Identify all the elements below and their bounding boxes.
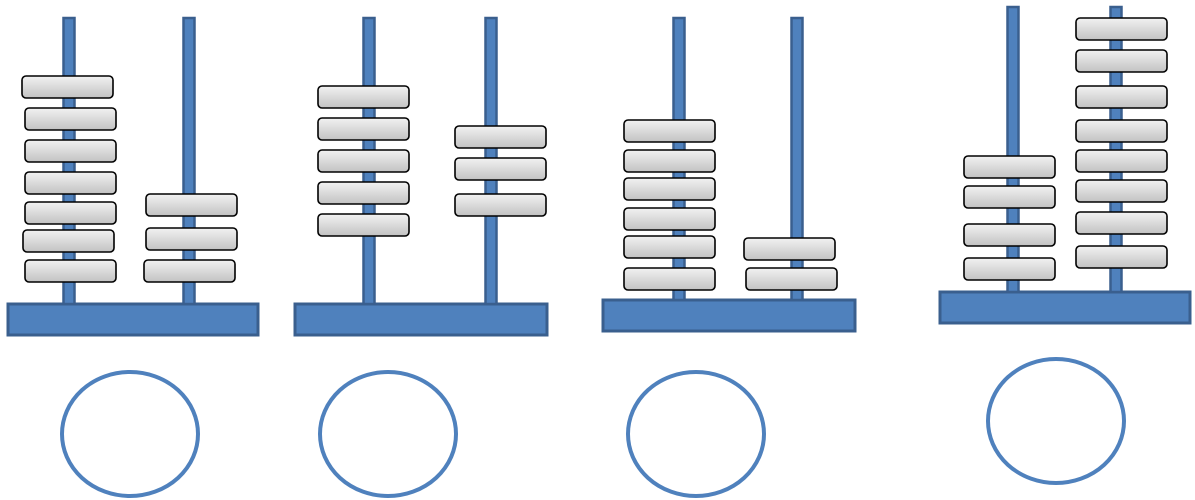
abacus-bead-ones — [1075, 211, 1168, 235]
abacus-bead-tens — [24, 107, 117, 131]
abacus-bead-ones — [1075, 179, 1168, 203]
abacus-bead-ones — [743, 237, 836, 261]
abacus-bead-tens — [22, 229, 115, 253]
abacus-bead-ones — [145, 227, 238, 251]
answer-circle — [60, 370, 200, 498]
abacus-bead-ones — [145, 193, 238, 217]
abacus-bead-tens — [24, 201, 117, 225]
abacus-bead-tens — [963, 155, 1056, 179]
abacus-bead-tens — [623, 177, 716, 201]
abacus-bead-tens — [623, 267, 716, 291]
abacus-bead-tens — [24, 139, 117, 163]
abacus-bead-tens — [623, 149, 716, 173]
abacus-bead-tens — [963, 185, 1056, 209]
abacus-rod-ones — [182, 16, 196, 306]
abacus-4 — [938, 5, 1192, 485]
abacus-1 — [6, 16, 260, 498]
abacus-bead-ones — [1075, 85, 1168, 109]
abacus-bead-ones — [454, 157, 547, 181]
abacus-bead-tens — [623, 235, 716, 259]
abacus-bead-tens — [317, 85, 410, 109]
abacus-bead-tens — [963, 257, 1056, 281]
abacus-bead-ones — [1075, 49, 1168, 73]
answer-circle — [318, 370, 458, 498]
abacus-bead-tens — [317, 149, 410, 173]
answer-circle — [626, 370, 766, 498]
abacus-rod-tens — [1006, 5, 1020, 294]
abacus-bead-ones — [1075, 17, 1168, 41]
answer-circle — [986, 357, 1126, 485]
abacus-bead-ones — [1075, 119, 1168, 143]
abacus-base — [293, 302, 549, 337]
abacus-bead-ones — [143, 259, 236, 283]
abacus-bead-tens — [317, 181, 410, 205]
abacus-bead-tens — [623, 207, 716, 231]
abacus-bead-tens — [317, 213, 410, 237]
abacus-bead-tens — [24, 171, 117, 195]
abacus-bead-ones — [1075, 245, 1168, 269]
abacus-base — [601, 298, 857, 333]
abacus-bead-tens — [24, 259, 117, 283]
abacus-rod-ones — [790, 16, 804, 302]
abacus-base — [938, 290, 1192, 325]
abacus-bead-ones — [1075, 149, 1168, 173]
abacus-bead-ones — [745, 267, 838, 291]
abacus-bead-tens — [317, 117, 410, 141]
abacus-bead-tens — [963, 223, 1056, 247]
abacus-bead-ones — [454, 125, 547, 149]
abacus-bead-tens — [623, 119, 716, 143]
abacus-base — [6, 302, 260, 337]
abacus-bead-ones — [454, 193, 547, 217]
abacus-2 — [293, 16, 549, 498]
abacus-bead-tens — [21, 75, 114, 99]
abacus-3 — [601, 16, 857, 498]
